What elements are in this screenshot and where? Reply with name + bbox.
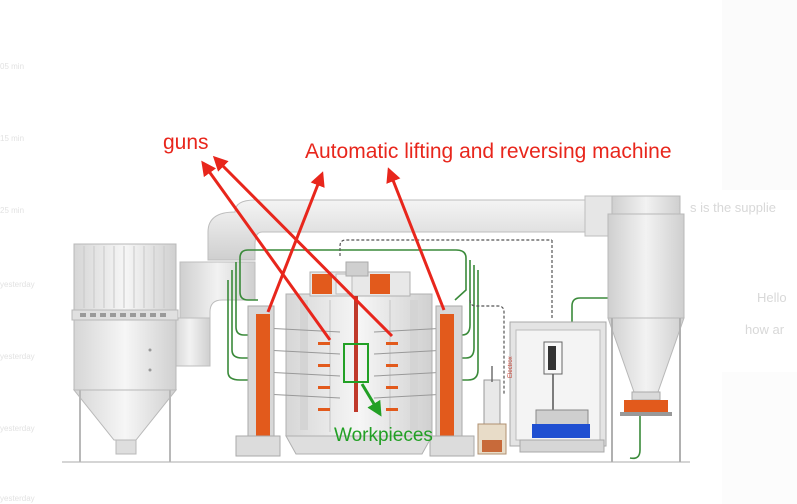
background-chat-text: s is the supplie <box>690 200 776 215</box>
background-timestamp: yesterday <box>0 352 35 361</box>
background-timestamp: yesterday <box>0 494 35 503</box>
gun-arrow-right <box>212 155 394 338</box>
lifting-arrow-left <box>266 171 325 313</box>
left-lifting-machine <box>235 305 281 457</box>
powder-hopper-cart <box>477 366 507 455</box>
workpieces-arrow <box>360 383 382 417</box>
annotation-arrows-red <box>201 155 446 341</box>
background-timestamp: yesterday <box>0 424 35 433</box>
lifting-machine-label: Automatic lifting and reversing machine <box>305 140 672 163</box>
gun-arrow-left <box>201 160 332 341</box>
background-thumbnail <box>722 0 797 190</box>
powder-center: Electrox <box>508 321 607 453</box>
lifting-arrow-right <box>386 167 446 311</box>
spray-booth <box>263 261 449 455</box>
workpieces-label: Workpieces <box>334 425 433 446</box>
background-timestamp: 25 min <box>0 206 25 215</box>
background-chat-text: how ar <box>745 322 785 337</box>
background-chat-text: Hello <box>757 290 787 305</box>
right-lifting-machine <box>429 305 475 457</box>
right-cyclone <box>607 195 685 462</box>
booth-brand-label: Electrox <box>508 356 514 378</box>
background-timestamp: 15 min <box>0 134 25 143</box>
background-timestamp: yesterday <box>0 280 35 289</box>
powder-hoses <box>227 249 641 460</box>
left-filter-unit <box>71 243 179 462</box>
annotation-arrow-green <box>360 383 382 417</box>
guns-label: guns <box>163 131 209 154</box>
background-thumbnail-lower <box>722 372 797 504</box>
powder-feed-line <box>339 239 552 256</box>
background-timestamp: 05 min <box>0 62 25 71</box>
